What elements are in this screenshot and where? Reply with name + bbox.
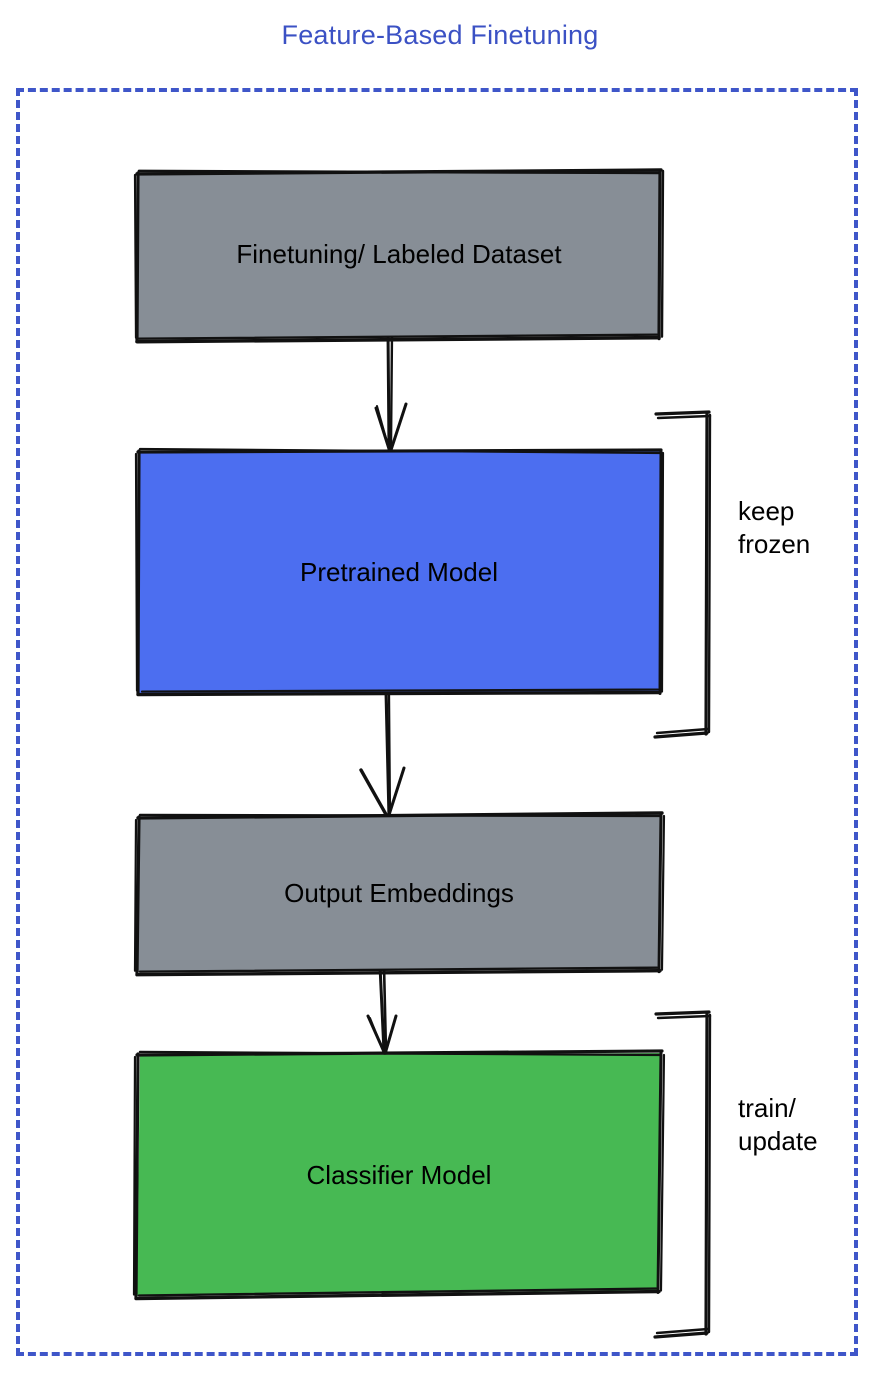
node-pretrained-model[interactable]: Pretrained Model xyxy=(134,447,665,697)
node-classifier-fill xyxy=(137,1053,661,1296)
node-dataset-fill xyxy=(137,170,661,338)
node-embeddings-label: Output Embeddings xyxy=(284,877,514,908)
node-pretrained-label: Pretrained Model xyxy=(300,556,498,587)
node-finetuning-labeled-dataset[interactable]: Finetuning/ Labeled Dataset xyxy=(133,168,665,344)
annotation-keep-frozen: keep frozen xyxy=(738,496,811,559)
node-classifier-label: Classifier Model xyxy=(306,1159,492,1190)
node-classifier-model[interactable]: Classifier Model xyxy=(132,1049,666,1301)
page-title: Feature-Based Finetuning xyxy=(281,20,599,50)
node-output-embeddings[interactable]: Output Embeddings xyxy=(133,811,666,977)
feature-based-finetuning-container xyxy=(16,88,858,1356)
node-pretrained-fill xyxy=(138,451,661,693)
node-embeddings-fill xyxy=(137,814,661,972)
annotation-train-update: train/ update xyxy=(738,1093,818,1156)
node-dataset-label: Finetuning/ Labeled Dataset xyxy=(236,238,562,269)
